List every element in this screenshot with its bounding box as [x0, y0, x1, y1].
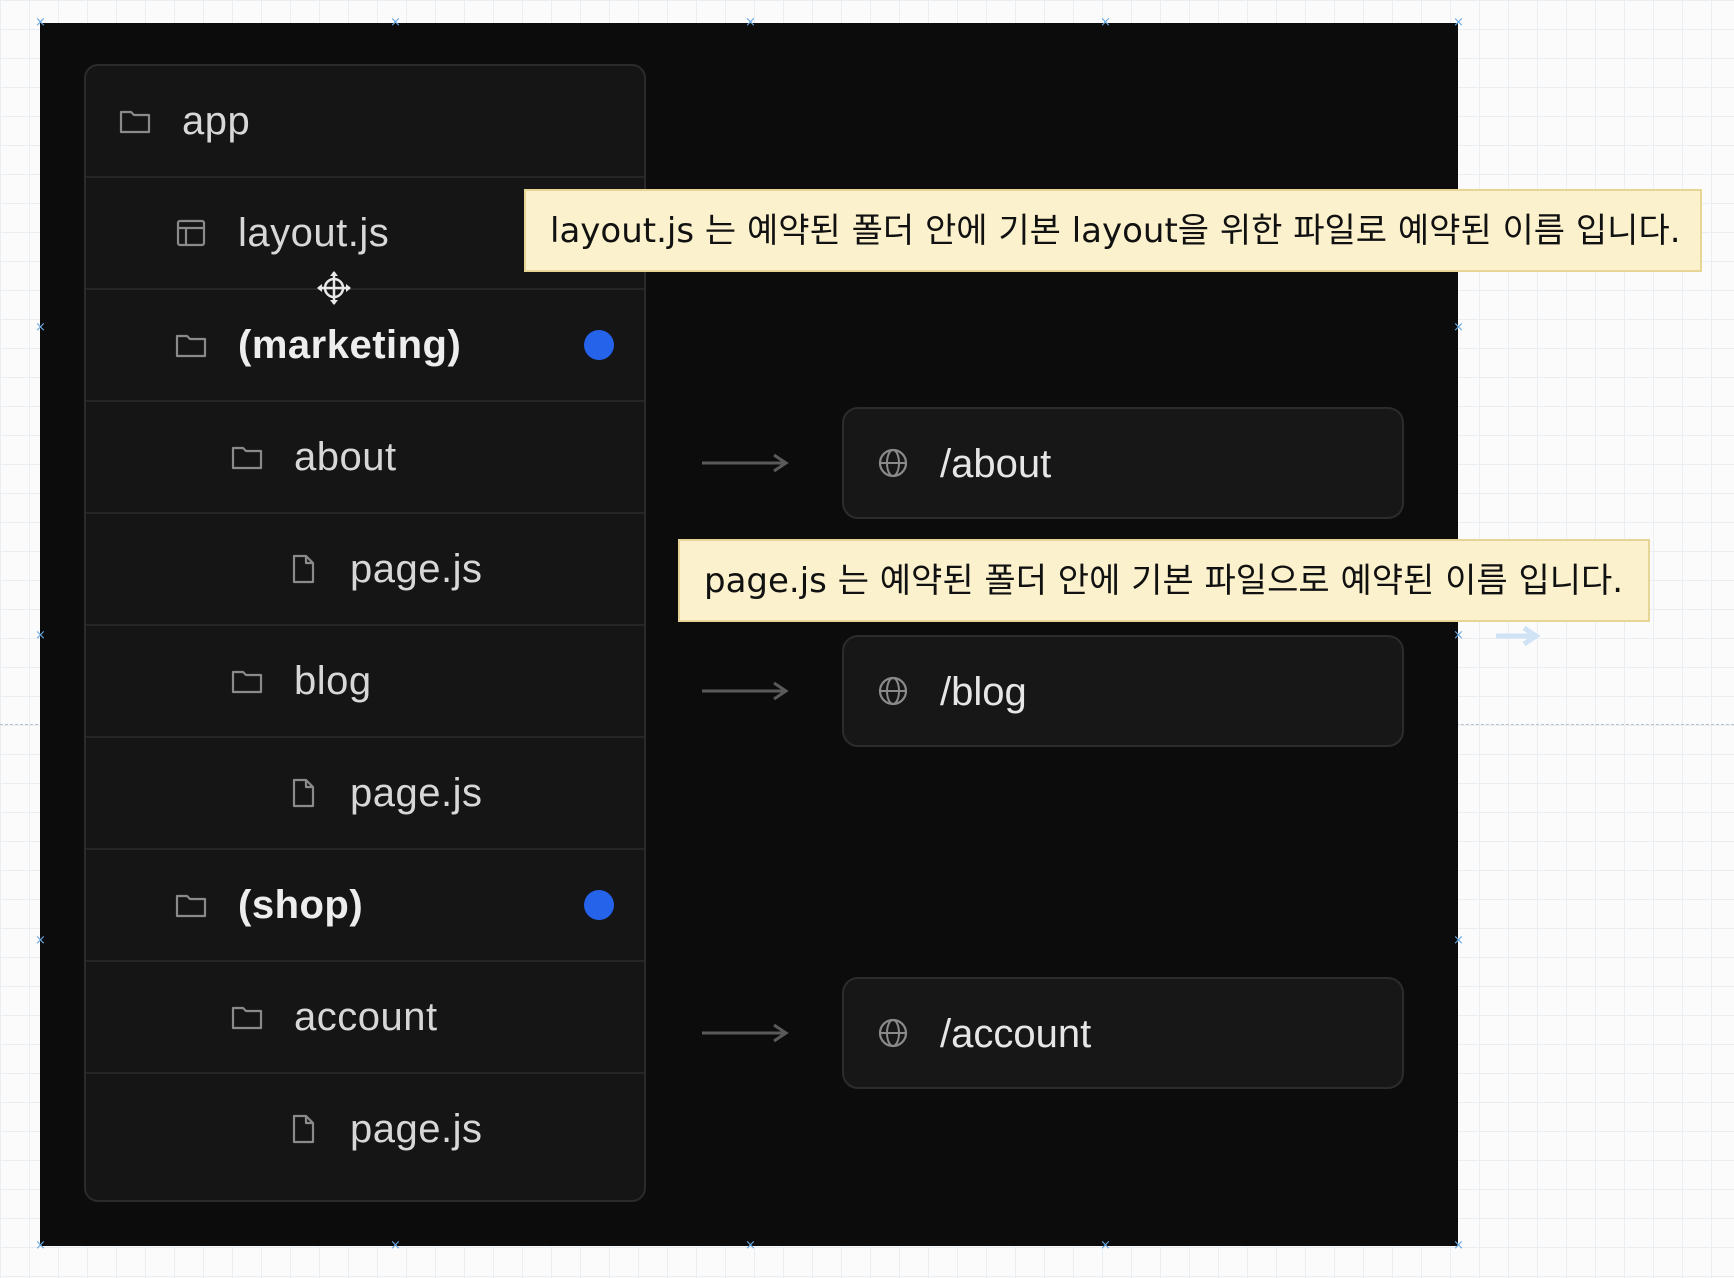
resize-handle[interactable]: × [35, 15, 46, 30]
route-group-badge [584, 890, 614, 920]
layout-icon [174, 216, 208, 250]
resize-handle[interactable]: × [390, 15, 401, 30]
tree-row-shop-group[interactable]: (shop) [86, 850, 644, 962]
resize-handle[interactable]: × [35, 628, 46, 643]
folder-icon [230, 440, 264, 474]
globe-icon [876, 674, 910, 708]
file-icon [286, 776, 320, 810]
tree-row-account-page-js[interactable]: page.js [86, 1074, 644, 1186]
resize-handle[interactable]: × [1100, 15, 1111, 30]
folder-icon [230, 664, 264, 698]
resize-handle[interactable]: × [1100, 1238, 1111, 1253]
tree-row-label: page.js [350, 771, 483, 815]
move-cursor-icon [317, 271, 351, 305]
folder-icon [174, 888, 208, 922]
route-label: /account [940, 1012, 1092, 1056]
resize-handle[interactable]: × [1453, 1238, 1464, 1253]
tree-row-about[interactable]: about [86, 402, 644, 514]
resize-handle[interactable]: × [1453, 320, 1464, 335]
tree-row-about-page-js[interactable]: page.js [86, 514, 644, 626]
arrow-right-icon [702, 681, 789, 701]
resize-handle[interactable]: × [745, 15, 756, 30]
resize-handle[interactable]: × [390, 1238, 401, 1253]
tree-row-blog-page-js[interactable]: page.js [86, 738, 644, 850]
resize-handle[interactable]: × [35, 320, 46, 335]
tree-row-app[interactable]: app [86, 66, 644, 178]
tree-row-label: blog [294, 659, 372, 703]
annotation-note-layout[interactable]: layout.js 는 예약된 폴더 안에 기본 layout을 위한 파일로 … [524, 189, 1702, 272]
resize-handle[interactable]: × [1453, 15, 1464, 30]
route-group-badge [584, 330, 614, 360]
guide-arrow-icon [1496, 625, 1541, 647]
tree-row-label: account [294, 995, 438, 1039]
file-icon [286, 552, 320, 586]
route-card-about[interactable]: /about [842, 407, 1404, 519]
annotation-note-page[interactable]: page.js 는 예약된 폴더 안에 기본 파일으로 예약된 이름 입니다. [678, 539, 1650, 622]
tree-row-label: page.js [350, 547, 483, 591]
globe-icon [876, 1016, 910, 1050]
folder-icon [174, 328, 208, 362]
tree-row-label: layout.js [238, 211, 390, 255]
arrow-right-icon [702, 453, 789, 473]
resize-handle[interactable]: × [1453, 628, 1464, 643]
tree-row-label: about [294, 435, 397, 479]
folder-icon [230, 1000, 264, 1034]
tree-row-label: (shop) [238, 883, 364, 927]
route-card-blog[interactable]: /blog [842, 635, 1404, 747]
tree-row-blog[interactable]: blog [86, 626, 644, 738]
resize-handle[interactable]: × [35, 1238, 46, 1253]
globe-icon [876, 446, 910, 480]
arrow-right-icon [702, 1023, 789, 1043]
route-label: /about [940, 442, 1052, 486]
route-card-account[interactable]: /account [842, 977, 1404, 1089]
file-icon [286, 1112, 320, 1146]
tree-row-marketing-group[interactable]: (marketing) [86, 290, 644, 402]
tree-row-label: (marketing) [238, 323, 462, 367]
resize-handle[interactable]: × [1453, 933, 1464, 948]
tree-row-label: app [182, 99, 251, 143]
resize-handle[interactable]: × [745, 1238, 756, 1253]
route-label: /blog [940, 670, 1027, 714]
resize-handle[interactable]: × [35, 933, 46, 948]
folder-icon [118, 104, 152, 138]
tree-row-layout-js[interactable]: layout.js [86, 178, 644, 290]
tree-row-label: page.js [350, 1107, 483, 1151]
tree-row-account[interactable]: account [86, 962, 644, 1074]
